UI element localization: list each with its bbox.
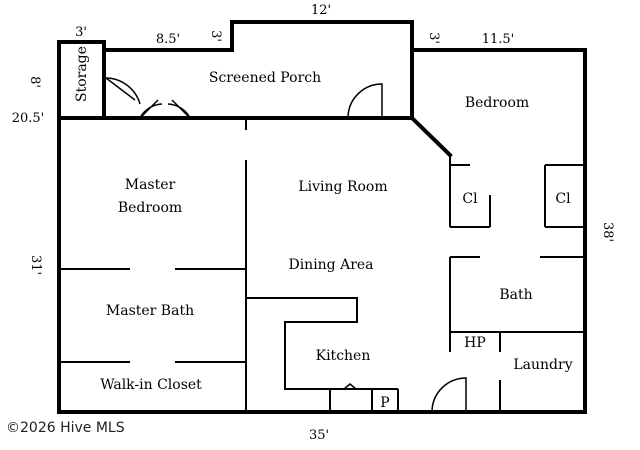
walk-in-closet-label: Walk-in Closet xyxy=(100,377,202,393)
exterior-walls xyxy=(57,20,587,414)
dim-storage-width: 3' xyxy=(75,25,87,40)
dim-right-height: 38' xyxy=(600,222,615,242)
closet-left-label: Cl xyxy=(462,191,478,207)
master-bedroom-label-line2: Bedroom xyxy=(118,200,182,216)
dimension-labels: 3' 8.5' 3' 12' 3' 11.5' 8' 20.5' 31' 38'… xyxy=(12,3,615,443)
bath-label: Bath xyxy=(499,287,532,303)
dim-storage-depth: 8' xyxy=(27,76,42,88)
dim-porch-left-width: 8.5' xyxy=(156,32,180,47)
dim-left-height: 31' xyxy=(28,255,43,275)
dim-bottom-width: 35' xyxy=(309,428,329,443)
storage-label: Storage xyxy=(74,46,90,102)
laundry-label: Laundry xyxy=(513,357,572,373)
dining-area-label: Dining Area xyxy=(288,257,373,273)
dim-porch-left-depth: 3' xyxy=(208,30,223,42)
bedroom-label: Bedroom xyxy=(465,95,529,111)
pantry-label: P xyxy=(380,395,389,411)
doors xyxy=(105,77,467,413)
room-labels: Storage Screened Porch Bedroom Master Be… xyxy=(74,46,573,411)
dim-porch-right-depth: 3' xyxy=(426,32,441,44)
dim-porch-center-width: 12' xyxy=(311,3,331,18)
master-bedroom-label-line1: Master xyxy=(125,177,176,193)
interior-walls xyxy=(59,118,585,412)
living-room-label: Living Room xyxy=(298,179,387,195)
hp-label: HP xyxy=(464,335,486,351)
dim-bedroom-width: 11.5' xyxy=(482,32,515,47)
watermark: ©2026 Hive MLS xyxy=(6,420,125,436)
dim-left-offset: 20.5' xyxy=(12,111,45,126)
screened-porch-label: Screened Porch xyxy=(209,70,321,86)
kitchen-label: Kitchen xyxy=(316,348,371,364)
closet-right-label: Cl xyxy=(555,191,571,207)
master-bath-label: Master Bath xyxy=(106,303,194,319)
